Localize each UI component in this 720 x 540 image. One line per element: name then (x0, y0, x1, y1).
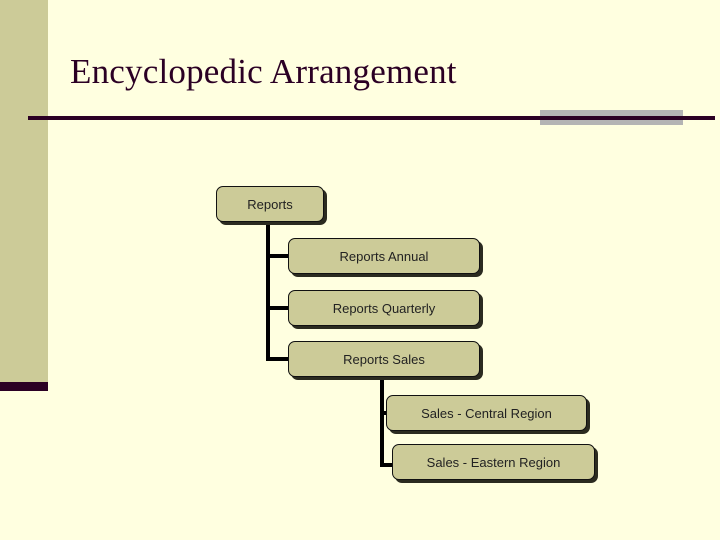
node-reports-annual[interactable]: Reports Annual (288, 238, 482, 276)
node-sales-eastern-region[interactable]: Sales - Eastern Region (392, 444, 597, 482)
left-accent-band-foot (0, 382, 48, 391)
node-sales-central-region[interactable]: Sales - Central Region (386, 395, 589, 433)
node-reports[interactable]: Reports (216, 186, 326, 224)
connector-trunk-reports (266, 222, 270, 360)
connector-stub-quarterly (266, 306, 290, 310)
connector-stub-eastern (380, 463, 394, 467)
connector-stub-annual (266, 254, 290, 258)
left-accent-band (0, 0, 48, 382)
title-rule (28, 116, 715, 120)
node-reports-quarterly[interactable]: Reports Quarterly (288, 290, 482, 328)
slide-title: Encyclopedic Arrangement (70, 52, 457, 91)
connector-trunk-sales (380, 377, 384, 467)
connector-stub-sales (266, 357, 290, 361)
node-reports-sales[interactable]: Reports Sales (288, 341, 482, 379)
connector-stub-central (380, 411, 390, 415)
